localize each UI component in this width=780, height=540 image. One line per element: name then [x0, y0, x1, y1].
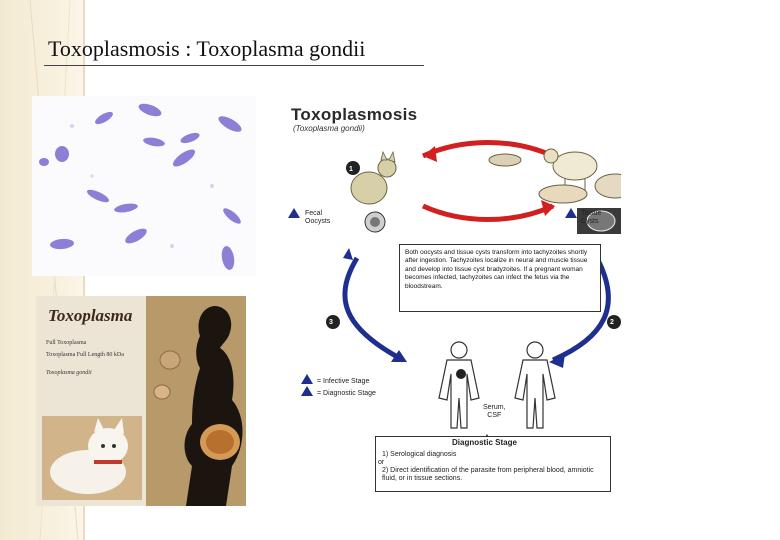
book-line-2: Toxoplasma Full Length 80 kDa — [46, 352, 124, 358]
diagram-subtitle: (Toxoplasma gondii) — [293, 124, 365, 133]
book-line-1: Full Toxoplasma — [46, 340, 86, 346]
serum-csf-label: Serum, CSF — [483, 404, 506, 420]
diagnostic-or: or — [378, 459, 384, 467]
fecal-oocysts-label: Fecal Oocysts — [305, 210, 330, 226]
diagnostic-box: Diagnostic Stage 1) Serological diagnosi… — [375, 436, 611, 492]
diagnostic-line-2: 2) Direct identification of the parasite… — [382, 467, 604, 483]
tissue-cysts-label: Tissue Cysts — [581, 210, 601, 226]
step-1-label: 1 — [349, 166, 353, 174]
book-cover-image: Toxoplasma Full Toxoplasma Toxoplasma Fu… — [36, 296, 246, 506]
book-line-3: Toxoplasma gondii — [46, 370, 92, 376]
title-underline — [44, 65, 424, 66]
slide-title: Toxoplasmosis : Toxoplasma gondii — [48, 36, 365, 62]
step-2-label: 2 — [610, 319, 614, 327]
life-cycle-diagram: Toxoplasmosis (Toxoplasma gondii) 1 3 2 … — [283, 98, 621, 494]
info-box: Both oocysts and tissue cysts transform … — [399, 244, 601, 312]
micrograph-image — [32, 96, 256, 276]
book-title: Toxoplasma — [48, 306, 132, 326]
info-text: Both oocysts and tissue cysts transform … — [400, 245, 600, 295]
step-3-label: 3 — [329, 319, 333, 327]
diagnostic-title: Diagnostic Stage — [452, 439, 517, 447]
diagnostic-line-1: 1) Serological diagnosis — [382, 451, 456, 459]
legend-diagnostic: = Diagnostic Stage — [317, 390, 376, 398]
diagram-title: Toxoplasmosis — [291, 105, 417, 125]
legend-infective: = Infective Stage — [317, 378, 369, 386]
